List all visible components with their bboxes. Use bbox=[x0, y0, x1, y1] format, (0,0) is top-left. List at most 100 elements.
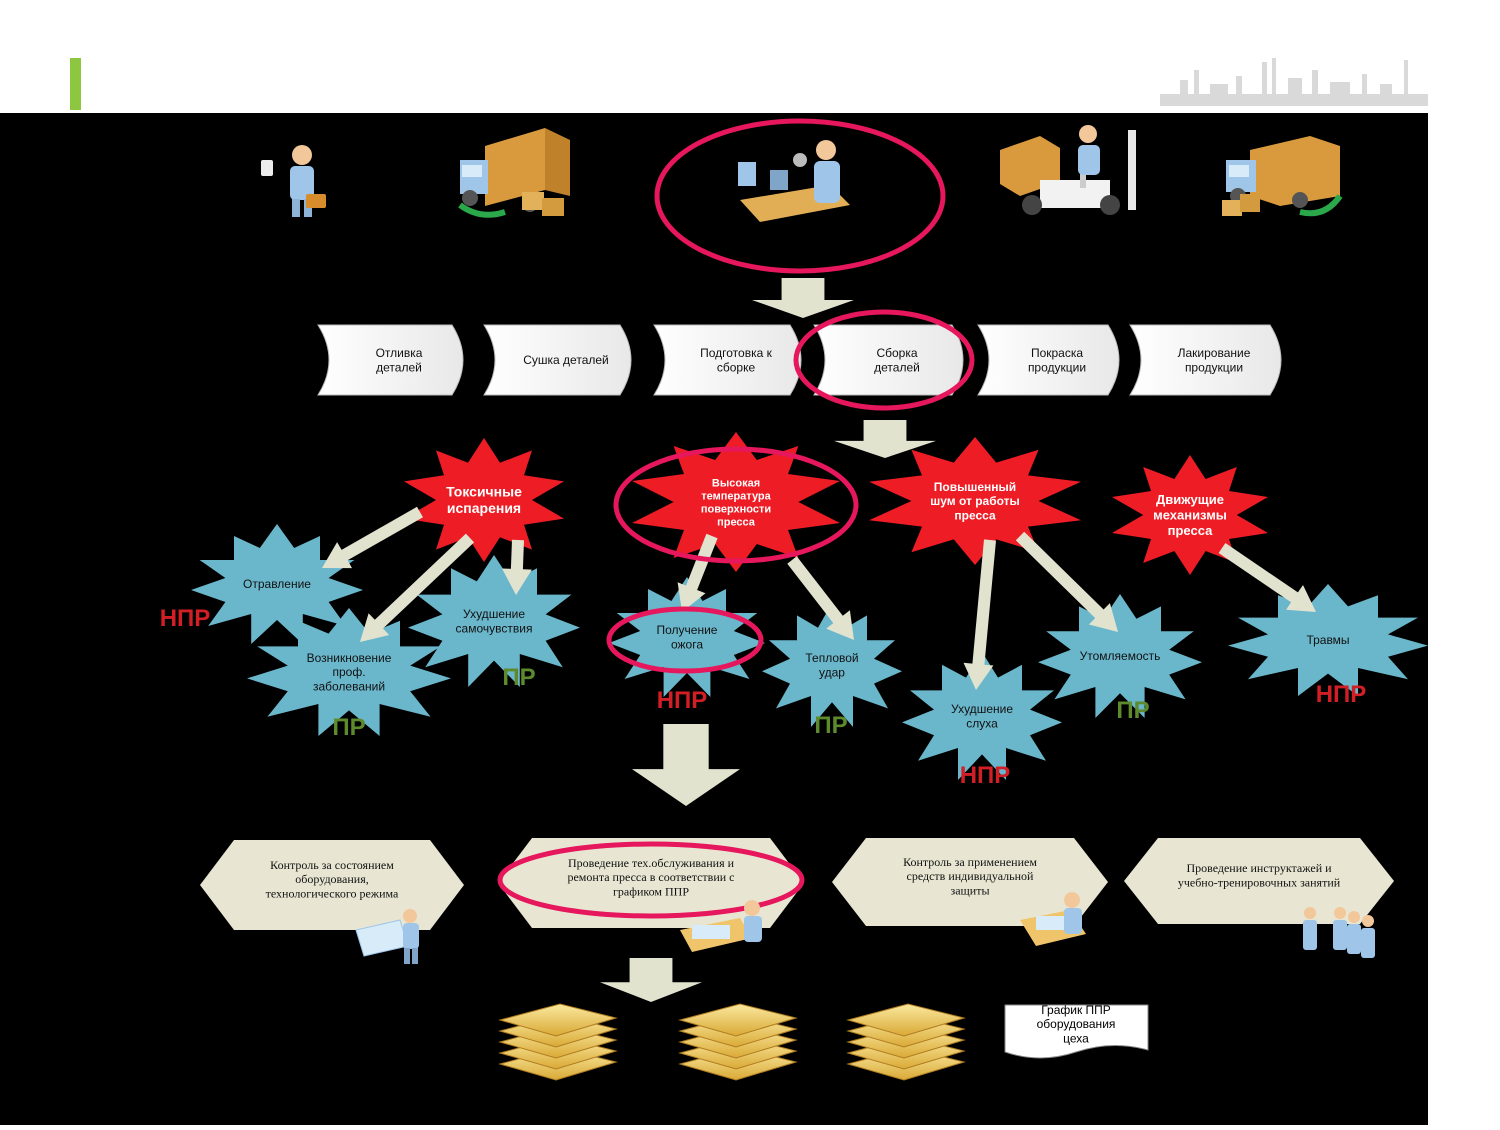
process-step-shape bbox=[977, 324, 1120, 396]
delivery-truck-icon bbox=[458, 128, 570, 218]
risk-labels: НПР ПР ПР НПР ПР НПР ПР НПР bbox=[160, 605, 1367, 789]
consequence-star: Утомляемость bbox=[1038, 594, 1202, 718]
risk-label-npr: НПР bbox=[960, 762, 1011, 789]
process-step-shape bbox=[653, 324, 802, 396]
measure-hexagon-shape bbox=[1124, 838, 1394, 924]
risk-label-npr: НПР bbox=[657, 687, 708, 714]
consequence-star-shape bbox=[191, 524, 363, 644]
worker-with-briefcase-icon bbox=[261, 145, 326, 217]
hazard-consequence-arrow bbox=[360, 533, 475, 642]
factory-skyline-icon bbox=[1160, 58, 1428, 106]
consequence-label: Отравление bbox=[243, 577, 311, 591]
arrow-to-process-steps bbox=[752, 278, 854, 318]
hazard-star-shape bbox=[632, 432, 840, 572]
hazard-consequence-arrow bbox=[677, 533, 718, 612]
highlight-ring-assembly-step bbox=[793, 309, 975, 411]
technician-at-desk-icon bbox=[680, 900, 762, 952]
consequence-star-shape bbox=[247, 608, 451, 736]
shipping-truck-icon bbox=[1222, 136, 1343, 217]
process-step-shape bbox=[483, 324, 632, 396]
risk-label-pr: ПР bbox=[1116, 697, 1149, 724]
document-stack-icon bbox=[498, 1003, 618, 1081]
consequence-star-shape bbox=[762, 603, 902, 727]
risk-label-npr: НПР bbox=[1316, 681, 1367, 708]
consequence-star: Травмы bbox=[1228, 584, 1428, 696]
risk-label-npr: НПР bbox=[160, 605, 211, 632]
document-stack-icon bbox=[678, 1003, 798, 1081]
process-step-shape bbox=[813, 324, 964, 396]
trainees-group-icon bbox=[1303, 907, 1375, 958]
hazard-arrows bbox=[322, 506, 1316, 690]
hazard-star-shape bbox=[404, 438, 564, 562]
hazard-consequence-arrow bbox=[1015, 531, 1118, 632]
risk-label-pr: ПР bbox=[502, 664, 535, 691]
hazard-consequence-arrow bbox=[963, 539, 996, 690]
hazard-consequence-arrow bbox=[787, 556, 854, 640]
measure-hexagon-shape bbox=[498, 838, 804, 928]
flow-arrows bbox=[600, 278, 936, 1002]
consequence-label: Травмы bbox=[1306, 633, 1349, 647]
consequence-star-shape bbox=[902, 652, 1062, 780]
consequence-star: Отравление bbox=[191, 524, 363, 644]
hazard-consequence-arrow bbox=[322, 506, 423, 569]
measure-hexagon-shape bbox=[200, 840, 464, 930]
process-step-shape bbox=[1129, 324, 1282, 396]
hazard-star-shape bbox=[1112, 455, 1268, 575]
highlight-ring-assembly-icon bbox=[654, 118, 946, 274]
process-step-shape bbox=[317, 324, 464, 396]
measure-hexagon-shape bbox=[832, 838, 1108, 926]
consequence-star-shape bbox=[1038, 594, 1202, 718]
hazard-consequence-arrow bbox=[502, 539, 532, 595]
arrow-to-measures bbox=[632, 724, 740, 806]
consequence-star-shape bbox=[408, 555, 580, 687]
engineer-with-blueprint-icon bbox=[355, 909, 419, 964]
forklift-worker-icon bbox=[1000, 125, 1136, 215]
consequence-star-shape bbox=[1228, 584, 1428, 696]
document-stacks bbox=[498, 1003, 966, 1081]
highlight-ring-burn bbox=[606, 606, 764, 674]
assembly-workstation-icon bbox=[738, 140, 850, 222]
header-accent-bar bbox=[70, 58, 81, 110]
arrow-to-hazards bbox=[834, 420, 936, 458]
risk-label-pr: ПР bbox=[814, 712, 847, 739]
risk-label-pr: ПР bbox=[332, 714, 365, 741]
process-step: Сушка деталей bbox=[483, 324, 632, 396]
